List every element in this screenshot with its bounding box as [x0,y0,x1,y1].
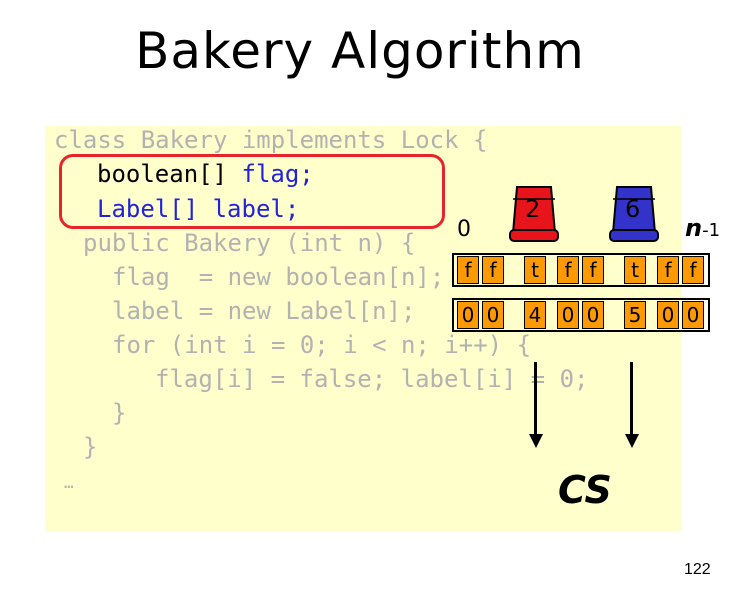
code-line-loop-body: flag[i] = false; label[i] = 0; [155,365,589,393]
flag-cell: t [624,256,646,284]
label-cell: 5 [624,301,646,329]
index-start-label: 0 [457,217,471,242]
index-end-label: n-1 [685,214,720,242]
label-field-name: label; [212,195,300,223]
arrow-head-right [625,434,639,448]
arrow-head-left [529,434,543,448]
flag-field-name: flag; [241,160,314,188]
code-line-flag-init: flag = new boolean[n]; [112,263,445,291]
code-line-constructor: public Bakery (int n) { [83,229,416,257]
index-end-sub: -1 [702,220,721,241]
field-highlight-box [59,154,445,229]
label-cell: 4 [524,301,546,329]
flag-array-frame [452,253,710,287]
flag-cell: f [682,256,704,284]
flag-field-type: boolean[] [97,160,242,188]
label-field-type: Label[] [97,195,213,223]
code-line-flag-field: boolean[] flag; [97,159,314,189]
thread-red-number: 2 [525,195,541,223]
thread-blue-ticket [609,186,659,242]
label-cell: 0 [557,301,579,329]
page-number: 122 [684,561,711,578]
code-line-for-loop: for (int i = 0; i < n; i++) { [112,331,532,359]
flag-cell: f [582,256,604,284]
thread-blue-number: 6 [625,195,641,223]
flag-cell: t [524,256,546,284]
code-line-label-field: Label[] label; [97,194,299,224]
label-cell: 0 [657,301,679,329]
label-cell: 0 [482,301,504,329]
label-cell: 0 [682,301,704,329]
index-end-n: n [685,214,703,242]
label-cell: 0 [582,301,604,329]
code-line-class-declaration: class Bakery implements Lock { [54,126,488,154]
label-cell: 0 [457,301,479,329]
flag-cell: f [557,256,579,284]
code-line-ellipsis: … [64,473,74,492]
flag-cell: f [457,256,479,284]
critical-section-label: CS [558,468,612,512]
thread-red-ticket [509,186,559,242]
slide-title: Bakery Algorithm [135,22,585,80]
code-line-loop-close: } [112,399,127,427]
arrow-to-cs-right [630,362,633,436]
arrow-to-cs-left [534,362,537,436]
flag-cell: f [482,256,504,284]
flag-cell: f [657,256,679,284]
code-line-constructor-close: } [83,433,98,461]
code-line-label-init: label = new Label[n]; [112,297,416,325]
label-array-frame [452,298,710,332]
